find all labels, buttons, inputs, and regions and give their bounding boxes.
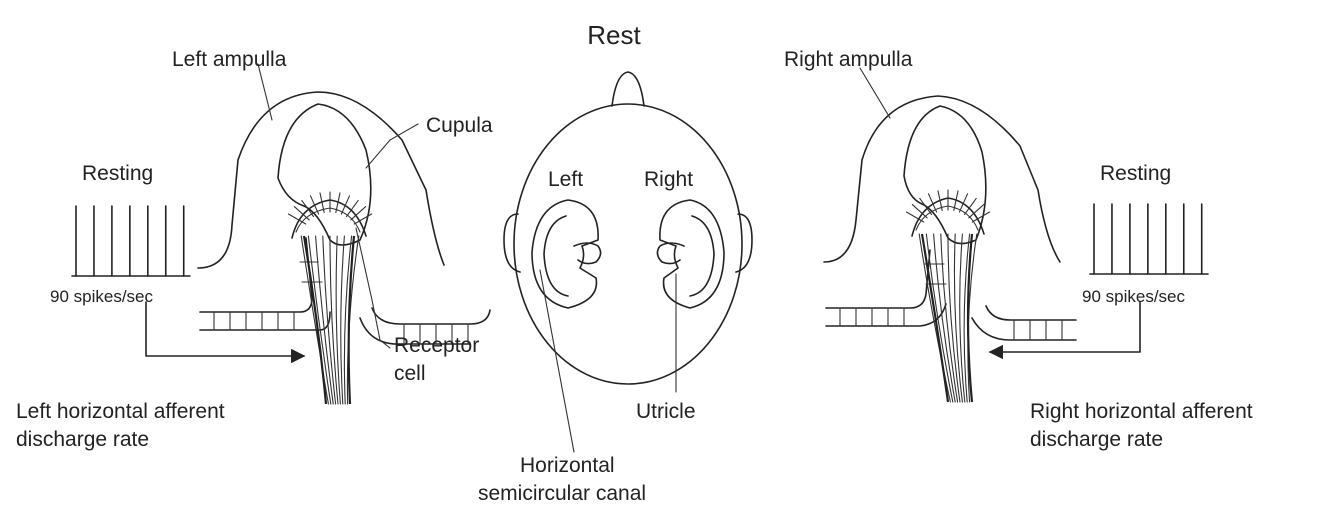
right-crista [906,190,989,236]
left-spike-train [72,206,190,276]
nerve-fiber [336,236,340,404]
canal-pointer [540,270,574,452]
right-ampulla-pointer [860,68,890,118]
diagram-title: Rest [587,20,641,50]
nose [612,72,644,106]
right-ampulla-label: Right ampulla [784,48,913,71]
left-crista [288,192,371,238]
head-outline [514,104,742,384]
left-ampulla-label: Left ampulla [172,48,287,71]
left-discharge-label-2: discharge rate [16,428,149,451]
nerve-fiber [926,234,952,402]
right-inner-ear [657,200,724,308]
left-ampulla-pointer [258,64,272,120]
head-left-label: Left [548,168,583,191]
right-ampulla-outline [824,96,1060,262]
head-top-view [504,72,752,452]
cupula-label: Cupula [426,114,493,137]
canal-label: Horizontal [520,454,615,477]
right-rate-label: 90 spikes/sec [1082,287,1185,306]
right-canal-tube [826,250,1076,340]
left-inner-ear [532,200,601,308]
hair-bundle [906,212,923,222]
cupula-pointer [366,124,418,168]
canal-label-2: semicircular canal [478,482,646,505]
utricle-label: Utricle [636,400,696,423]
head-right-label: Right [644,168,693,191]
nerve-fiber [341,236,345,404]
left-resting-label: Resting [82,162,153,185]
right-discharge-label: Right horizontal afferent [1030,400,1253,423]
nerve-edge [922,234,948,402]
left-rate-label: 90 spikes/sec [50,287,153,306]
left-ear [504,214,520,272]
left-cupula [278,104,371,245]
left-ampulla-outline [198,92,444,268]
receptor-label: Receptor [394,334,479,357]
receptor-label-cell: cell [394,362,426,385]
right-afferent-nerve [919,234,977,402]
receptor-pointer [356,228,390,348]
right-spike-train [1090,204,1208,274]
right-ear [736,214,752,272]
left-discharge-label: Left horizontal afferent [16,400,225,423]
right-discharge-label-2: discharge rate [1030,428,1163,451]
hair-bundle [294,207,309,220]
left-discharge-arrow [146,302,304,356]
right-discharge-arrow [990,302,1140,352]
right-resting-label: Resting [1100,162,1171,185]
